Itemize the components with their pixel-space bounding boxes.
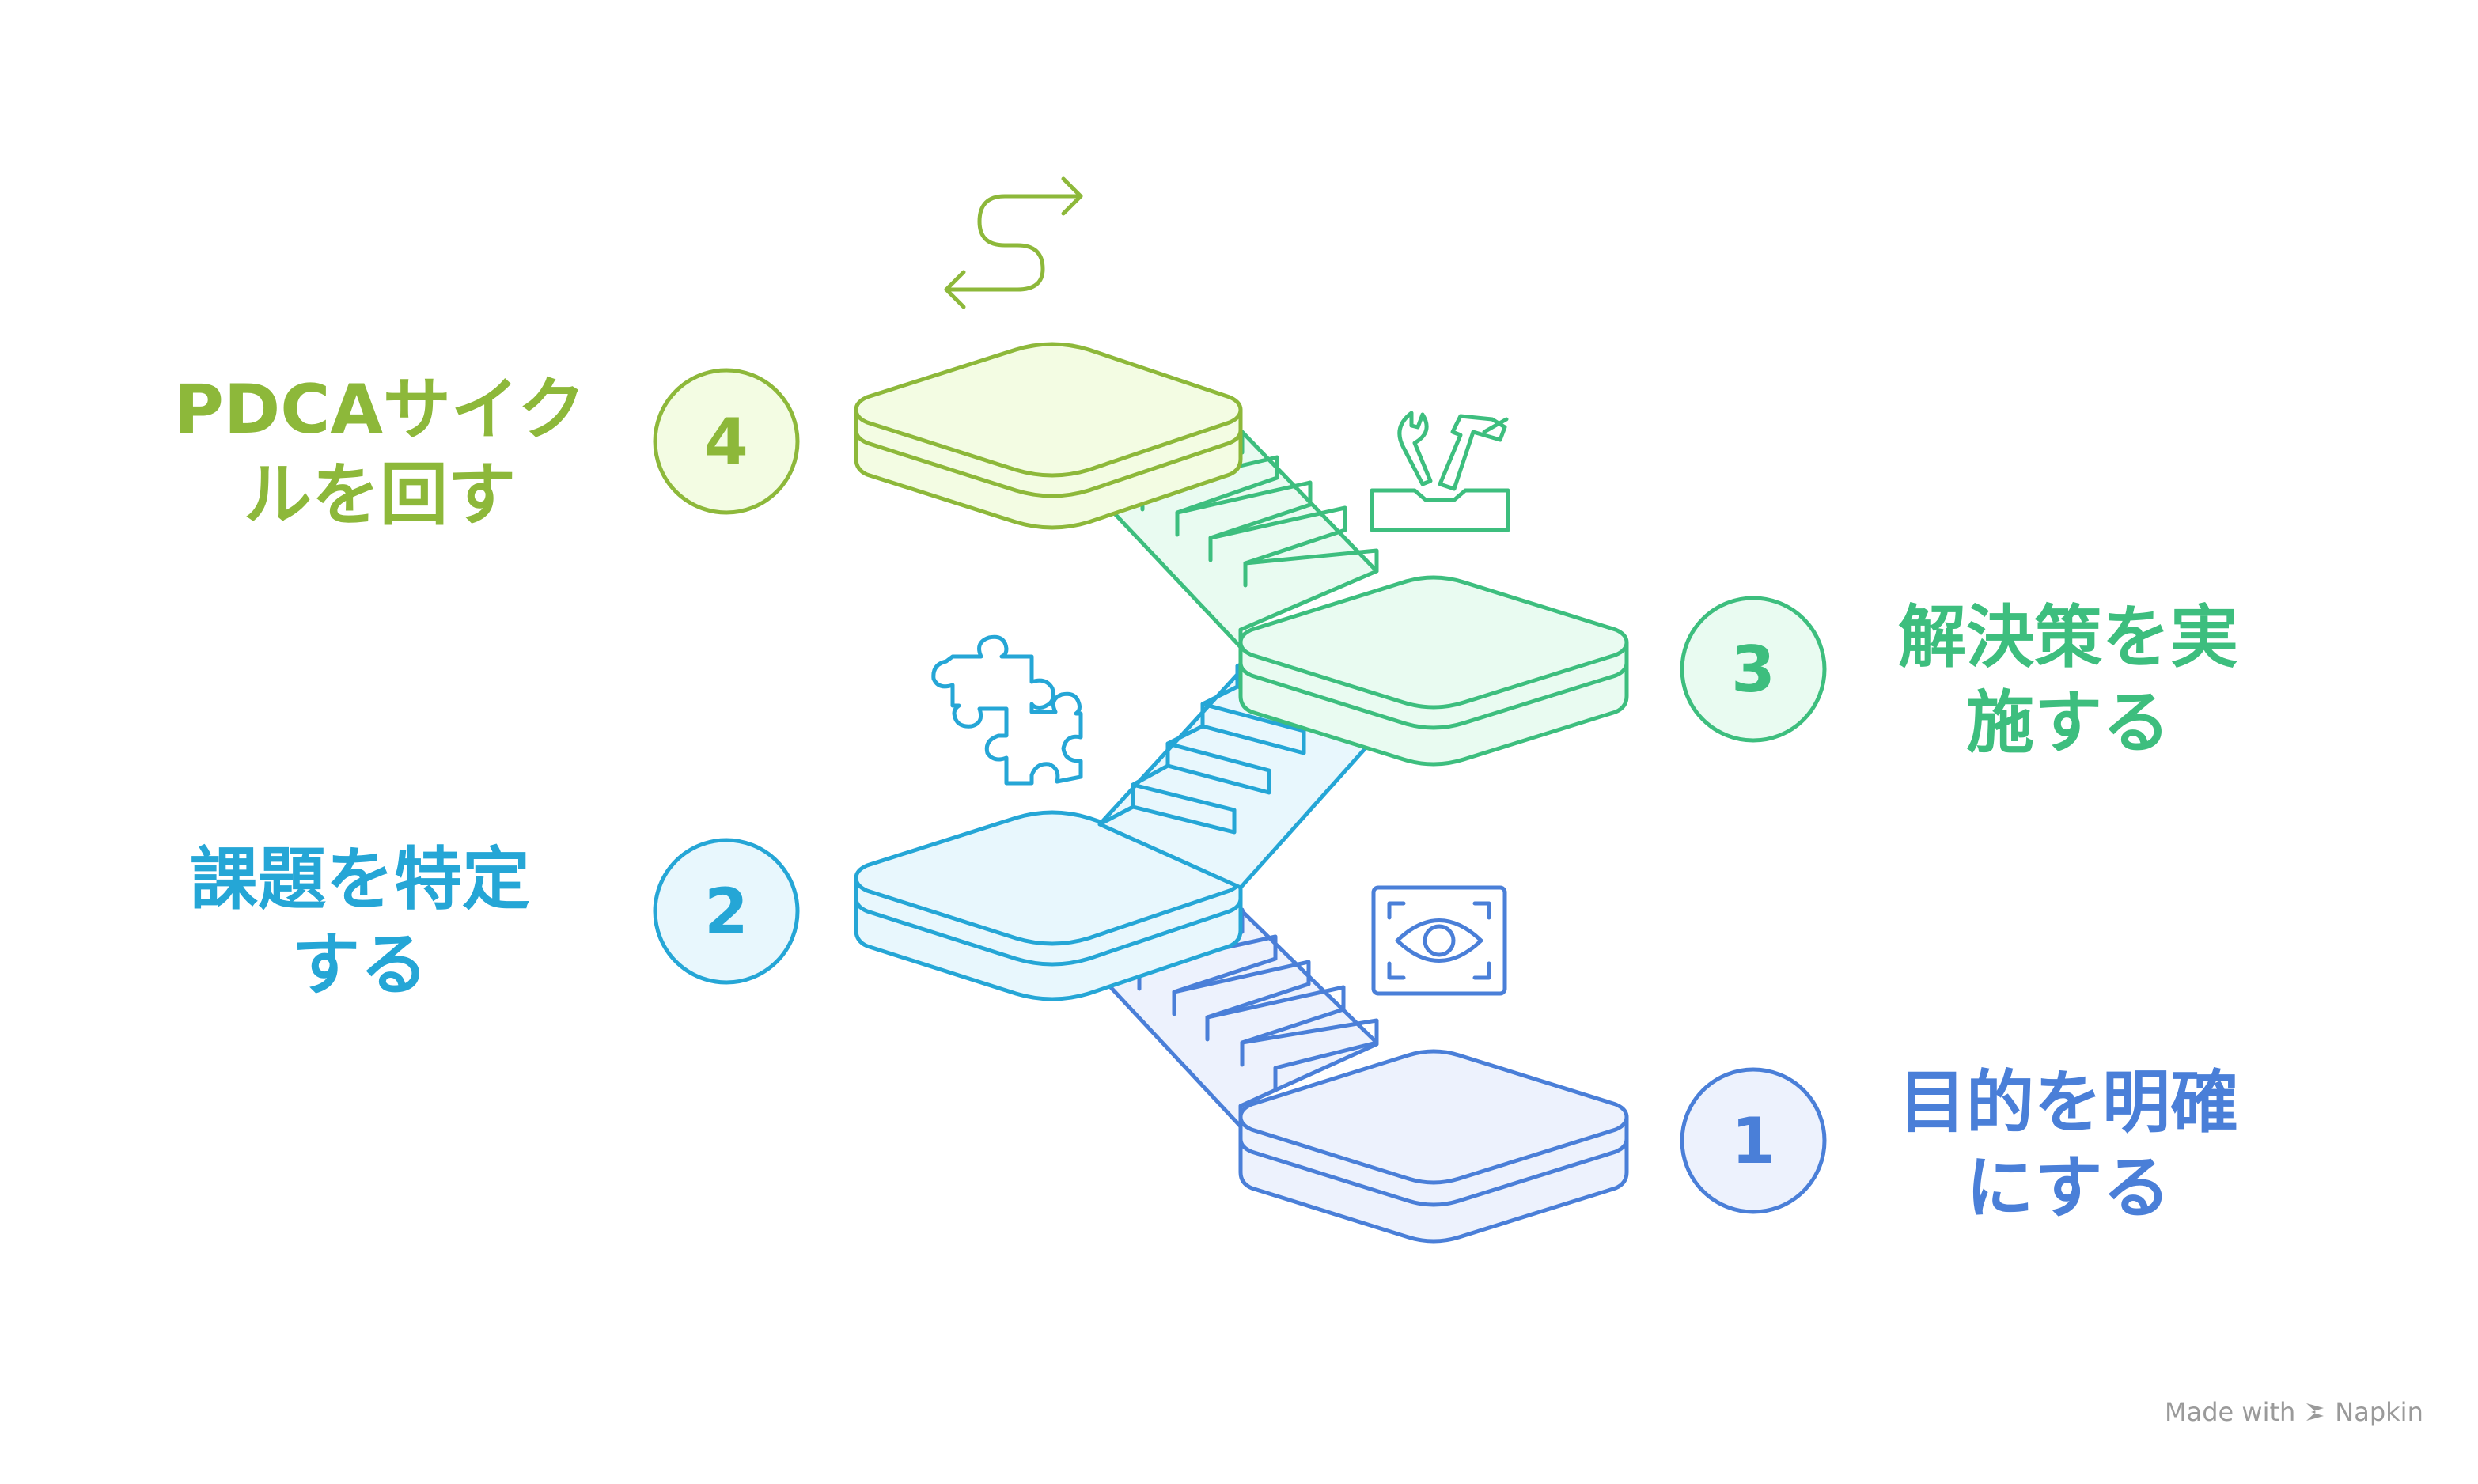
number-3: 3 bbox=[1731, 633, 1775, 706]
step-3-label-line2: 施する bbox=[1966, 683, 2170, 763]
napkin-credit: Made with Napkin bbox=[2165, 1397, 2423, 1427]
napkin-logo-icon bbox=[2306, 1403, 2325, 1421]
number-badge-4: 4 bbox=[653, 368, 800, 515]
number-2: 2 bbox=[704, 875, 748, 948]
toolbox-icon bbox=[1370, 411, 1510, 532]
credit-brand: Napkin bbox=[2335, 1397, 2423, 1427]
platform-step-1 bbox=[1238, 1049, 1629, 1244]
number-badge-1: 1 bbox=[1680, 1067, 1827, 1214]
credit-prefix: Made with bbox=[2165, 1397, 2296, 1427]
step-1-label-line1: 目的を明確 bbox=[1898, 1063, 2238, 1142]
puzzle-piece-icon bbox=[931, 634, 1083, 786]
step-2-label-line1: 課題を特定 bbox=[190, 840, 530, 919]
step-4-label: PDCAサイク ルを回す bbox=[166, 367, 593, 538]
number-badge-3: 3 bbox=[1680, 596, 1827, 743]
number-badge-2: 2 bbox=[653, 838, 800, 985]
eye-scan-icon bbox=[1371, 885, 1507, 996]
step-2-label: 課題を特定 する bbox=[166, 837, 554, 1008]
cycle-arrow-icon bbox=[944, 176, 1083, 309]
platform-step-4 bbox=[854, 342, 1243, 530]
number-1: 1 bbox=[1731, 1104, 1775, 1178]
step-3-label: 解決策を実 施する bbox=[1878, 595, 2258, 766]
step-2-label-line2: する bbox=[292, 926, 428, 1005]
step-4-label-line1: PDCAサイク bbox=[173, 370, 586, 449]
step-3-label-line1: 解決策を実 bbox=[1898, 598, 2238, 677]
step-4-label-line2: ルを回す bbox=[244, 456, 516, 535]
number-4: 4 bbox=[704, 405, 748, 479]
step-1-label: 目的を明確 にする bbox=[1878, 1060, 2258, 1231]
platform-step-3 bbox=[1238, 575, 1629, 767]
step-1-label-line2: にする bbox=[1965, 1149, 2171, 1228]
